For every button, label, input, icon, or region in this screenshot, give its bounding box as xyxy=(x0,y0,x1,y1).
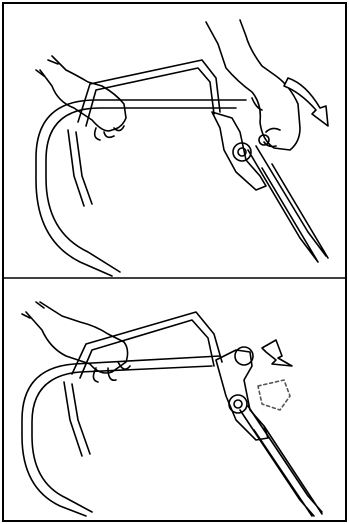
lever-knob-bolt-2 xyxy=(228,394,248,414)
right-hand xyxy=(205,19,301,151)
left-hand-2 xyxy=(25,301,129,374)
handle-rails xyxy=(247,145,329,263)
left-hand xyxy=(39,55,127,132)
lever-knob-top-2 xyxy=(234,346,254,366)
lever-knob-bolt xyxy=(232,142,252,162)
panel-1 xyxy=(35,19,329,277)
mower-deck-inner xyxy=(45,107,237,273)
mower-deck-outline xyxy=(35,99,247,277)
arrow-up-icon xyxy=(261,339,293,367)
handle-left-leg-2 xyxy=(63,381,91,457)
handle-bar-2 xyxy=(71,311,223,375)
arrow-down-icon xyxy=(283,77,329,127)
handle-bar xyxy=(77,59,221,123)
handle-rails-2 xyxy=(239,405,323,517)
fold-lever-2 xyxy=(215,349,269,441)
panel-2 xyxy=(21,301,323,517)
handle-left-leg xyxy=(67,129,93,207)
mower-deck-outline-2 xyxy=(21,355,221,517)
fold-lever xyxy=(211,111,267,191)
